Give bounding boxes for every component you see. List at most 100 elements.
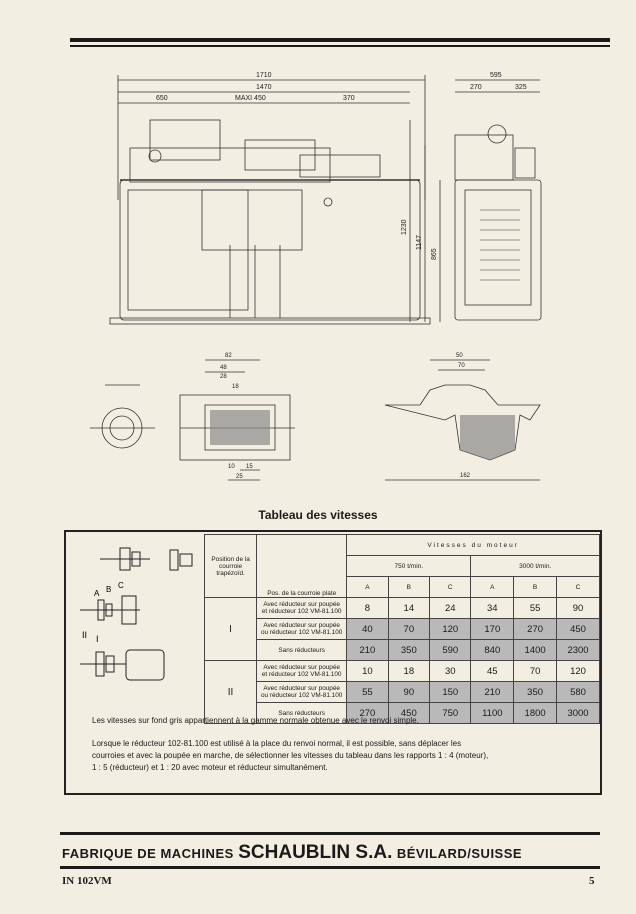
col-header: B [387,576,431,598]
table-row: Sans réducteurs 210 350 590 840 1400 230… [205,639,600,661]
footer-rule-bottom [60,866,600,869]
col-header: B [513,576,558,598]
speed-cell: 350 [387,639,431,661]
dim-162: 162 [460,473,471,479]
speed-cell: 120 [429,618,472,640]
pulley-diagrams: A B C II I [80,547,193,681]
dim-325: 325 [515,84,527,91]
speed-cell: 270 [513,618,558,640]
dim-270: 270 [470,84,482,91]
speed-cell: 10 [346,660,389,682]
dim-25: 25 [236,474,243,480]
dim-70: 70 [458,363,465,369]
header-motor-speeds: Vitesses du moteur [346,534,600,556]
speed-cell: 55 [513,597,558,619]
dim-10: 10 [228,464,235,470]
col-header: A [470,576,515,598]
speed-cell: 350 [513,681,558,703]
pulley-letter-ii: II [82,630,87,640]
speed-cell: 170 [470,618,515,640]
pulley-letter-c: C [118,581,124,590]
speed-cell: 3000 [556,702,600,724]
top-rule-thin [70,45,610,47]
speed-cell: 450 [556,618,600,640]
speed-cell: 34 [470,597,515,619]
speed-cell: 150 [429,681,472,703]
note-reducer-line3: 1 : 5 (réducteur) et 1 : 20 avec moteur … [92,763,328,772]
speed-cell: 55 [346,681,389,703]
header-position: Position de la courroie trapézoïd. [203,534,258,598]
speed-cell: 8 [346,597,389,619]
note-reducer-line1: Lorsque le réducteur 102-81.100 est util… [92,739,462,748]
speed-cell: 40 [346,618,389,640]
dim-1470: 1470 [256,84,272,91]
header-pos-plate: Pos. de la courroie plate [256,534,348,598]
pulley-letter-i: I [96,634,99,644]
pulley-letter-a: A [94,589,100,598]
speed-cell: 2300 [556,639,600,661]
dim-595: 595 [490,72,502,79]
speed-cell: 70 [513,660,558,682]
dim-15: 15 [246,464,253,470]
table-title: Tableau des vitesses [258,508,378,522]
position-ii: II [203,660,258,724]
speed-cell: 45 [470,660,515,682]
header-3000: 3000 t/min. [470,555,600,577]
footer-rule-top [60,832,600,835]
speed-cell: 30 [429,660,472,682]
speed-cell: 120 [556,660,600,682]
speed-table-box: A B C II I Position de la courroie trapé… [64,530,602,795]
dim-48: 48 [220,365,227,371]
speed-cell: 750 [429,702,472,724]
speed-table: Position de la courroie trapézoïd. Pos. … [203,534,600,724]
header-750: 750 t/min. [346,555,472,577]
speed-cell: 70 [387,618,431,640]
dim-50: 50 [456,353,463,359]
speed-cell: 840 [470,639,515,661]
col-header: C [556,576,600,598]
dim-370: 370 [343,95,355,102]
speed-cell: 450 [387,702,431,724]
note-reducer-line2: courroies et avec la poupée en marche, d… [92,751,489,760]
speed-cell: 590 [429,639,472,661]
page-number: 5 [589,875,595,887]
dim-28: 28 [220,374,227,380]
speed-cell: 90 [387,681,431,703]
dim-1230: 1230 [401,219,408,235]
speed-cell: 24 [429,597,472,619]
speed-cell: 210 [346,639,389,661]
note-gray-background: Les vitesses sur fond gris appartiennent… [92,716,419,725]
dim-650: 650 [156,95,168,102]
speed-cell: 18 [387,660,431,682]
dim-18: 18 [232,384,239,390]
speed-cell: 90 [556,597,600,619]
position-i: I [203,597,258,661]
speed-cell: 210 [470,681,515,703]
dim-1147: 1147 [416,235,423,250]
speed-cell: 580 [556,681,600,703]
dim-82: 82 [225,353,232,359]
speed-cell: 1100 [470,702,515,724]
row-label: Sans réducteurs [256,639,348,661]
pulley-letter-b: B [106,585,111,594]
top-rule-thick [70,38,610,42]
dim-1710: 1710 [256,72,272,79]
dim-maxi-450: MAXI 450 [235,95,266,102]
speed-cell: 270 [346,702,389,724]
speed-cell: 14 [387,597,431,619]
footer-company: FABRIQUE DE MACHINES SCHAUBLIN S.A. BÉVI… [62,842,523,863]
dim-865: 865 [431,248,438,260]
speed-cell: 1800 [513,702,558,724]
document-id: IN 102VM [62,875,112,887]
speed-cell: 1400 [513,639,558,661]
table-row: Sans réducteurs 270 450 750 1100 1800 30… [205,702,600,724]
col-header: A [346,576,389,598]
